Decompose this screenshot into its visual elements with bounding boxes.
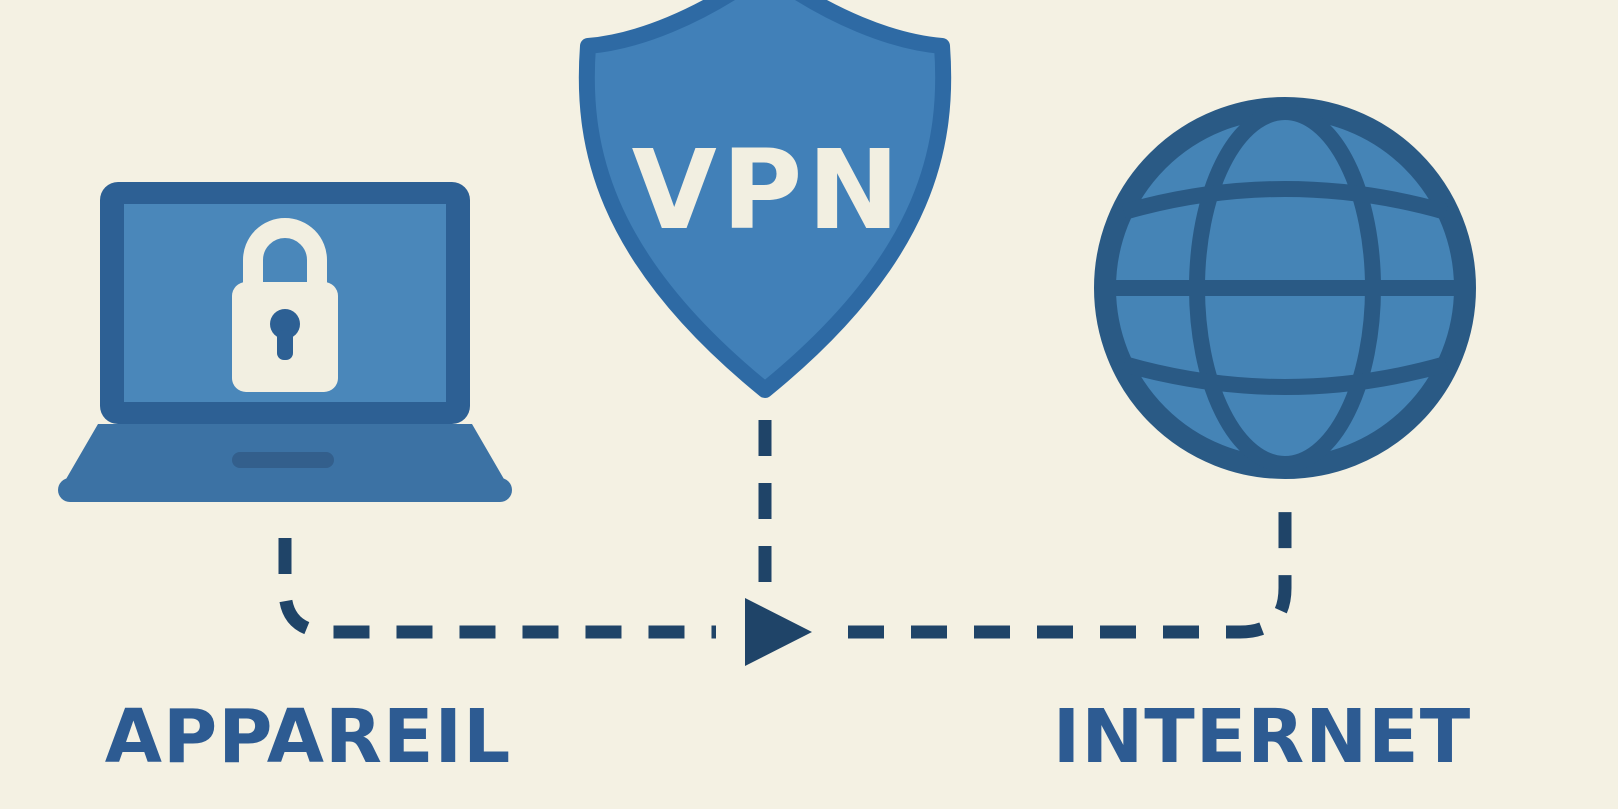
lock-icon [232, 218, 338, 392]
shield-shape [578, 0, 952, 398]
vpn-shield-icon: VPN [578, 0, 952, 398]
connector-device-to-vpn [278, 538, 716, 639]
device-label: APPAREIL [105, 694, 511, 780]
globe-upper-latitude [1121, 181, 1449, 220]
vpn-label: VPN [632, 126, 905, 254]
arrow-right-icon [745, 598, 812, 666]
connector-vpn-to-internet [848, 492, 1292, 639]
lock-keyhole [270, 309, 300, 339]
internet-label: INTERNET [1053, 694, 1471, 780]
laptop-icon [58, 182, 512, 502]
globe-lower-latitude [1121, 356, 1449, 395]
lock-keyhole-stem [277, 330, 293, 360]
laptop-notch [232, 452, 334, 468]
laptop-base-lip [58, 478, 512, 502]
globe-icon [1094, 97, 1476, 479]
lock-shackle [243, 218, 327, 290]
